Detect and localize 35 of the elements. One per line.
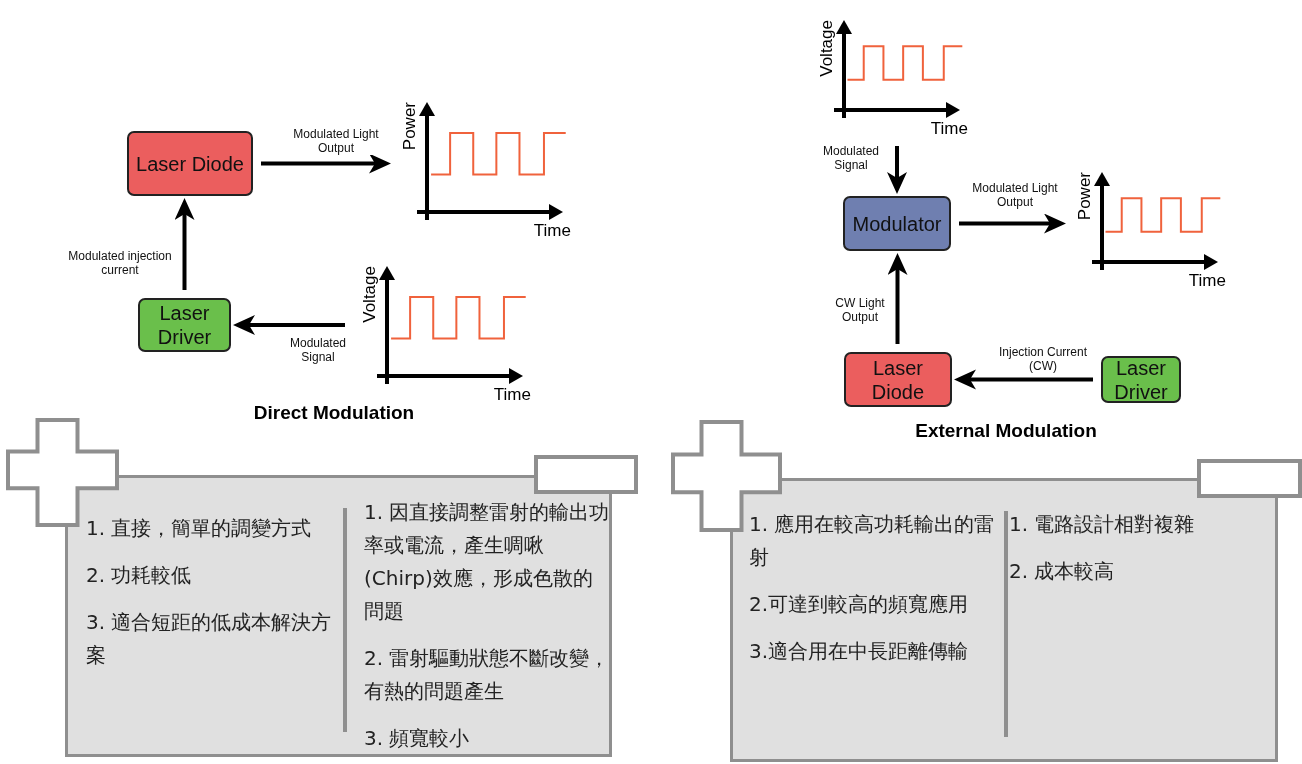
arrow <box>233 315 345 335</box>
list-item: 1. 直接，簡單的調變方式 <box>86 515 313 542</box>
process-box: Laser Diode <box>127 131 253 196</box>
axis-label: Time <box>1188 272 1226 290</box>
axis-label: Time <box>533 222 571 240</box>
arrow <box>887 253 908 344</box>
caption: External Modulation <box>915 420 1097 442</box>
axis-label: Voltage <box>818 20 836 77</box>
list-item: 1. 因直接調整雷射的輸出功率或電流，產生啁啾(Chirp)效應，形成色散的問題 <box>364 499 611 625</box>
info-panel <box>730 478 1278 762</box>
axis-label: Time <box>493 386 531 404</box>
axis-label: Time <box>930 120 968 138</box>
info-panel <box>65 475 612 757</box>
arrow <box>959 213 1066 234</box>
list-item: 3. 適合短距的低成本解決方案 <box>86 609 333 669</box>
process-box: Laser Driver <box>138 298 231 352</box>
process-box: Laser Diode <box>844 352 952 407</box>
process-box: Modulator <box>843 196 951 251</box>
list-item: 2.可達到較高的頻寬應用 <box>749 591 970 618</box>
list-item: 2. 成本較高 <box>1009 558 1116 585</box>
list-item: 3.適合用在中長距離傳輸 <box>749 638 970 665</box>
list-item: 2. 雷射驅動狀態不斷改變，有熱的問題產生 <box>364 645 611 705</box>
arrow <box>887 146 907 194</box>
list-item: 3. 頻寬較小 <box>364 725 471 752</box>
list-item: 1. 電路設計相對複雜 <box>1009 511 1196 538</box>
caption: Direct Modulation <box>253 402 415 424</box>
arrow <box>954 369 1093 390</box>
list-item: 2. 功耗較低 <box>86 562 193 589</box>
arrow <box>174 198 195 290</box>
list-item: 1. 應用在較高功耗輸出的雷射 <box>749 511 996 571</box>
axis-label: Voltage <box>361 266 379 323</box>
process-box: Laser Driver <box>1101 356 1181 403</box>
axis-label: Power <box>401 102 419 151</box>
arrow <box>261 153 391 174</box>
axis-label: Power <box>1076 172 1094 221</box>
